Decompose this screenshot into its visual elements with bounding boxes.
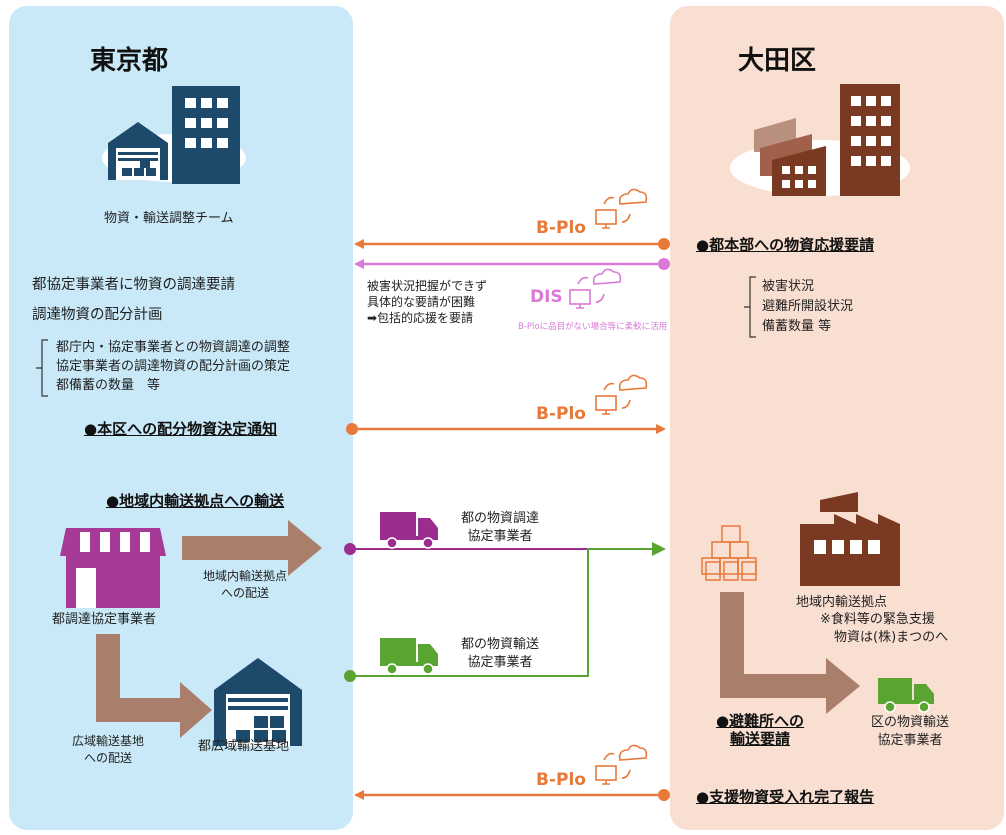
- hub-note-line: 物資は(株)まつのへ: [834, 630, 949, 645]
- detail-item: 都備蓄の数量 等: [56, 378, 161, 393]
- ward-transport-line: 協定事業者: [877, 733, 943, 748]
- transport-partner-label: 都の物資輸送 協定事業者: [440, 636, 560, 672]
- dis-arrow: [354, 258, 670, 270]
- support-request-heading: ●都本部への物資応援要請: [696, 236, 875, 254]
- shelter-delivery-arrow: [720, 592, 860, 714]
- transport-line: [344, 542, 666, 682]
- office-building-icon: [840, 84, 900, 196]
- ward-transport-label: 区の物資輸送 協定事業者: [850, 714, 970, 750]
- detail-item: 被害状況: [762, 279, 815, 294]
- dis-text-line: ➡包括的応援を要請: [367, 311, 474, 325]
- shelter-request-line: 輸送要請: [729, 730, 790, 748]
- wide-delivery-line: 広域輸送基地: [71, 734, 144, 748]
- truck-icon: [878, 678, 934, 713]
- wide-delivery-arrow: [96, 634, 212, 738]
- team-label: 物資・輸送調整チーム: [104, 211, 234, 226]
- local-delivery-label: 地域内輸送拠点 への配送: [180, 568, 310, 602]
- factory-icon: [800, 492, 900, 586]
- wide-delivery-line: への配送: [83, 751, 132, 765]
- shelter-request-line: ●避難所への: [715, 712, 805, 730]
- allocation-notice-heading: ●本区への配分物資決定通知: [84, 420, 278, 438]
- procurement-partner-line: 都の物資調達: [460, 511, 539, 526]
- bplo-label: B-Plo: [536, 404, 586, 424]
- dis-note: B-Ploに品目がない場合等に柔軟に活用: [518, 322, 668, 332]
- boxes-icon: [701, 525, 757, 581]
- procurement-line: [344, 543, 588, 555]
- computer-cloud-icon: [595, 188, 648, 229]
- transport-partner-line: 都の物資輸送: [460, 637, 539, 652]
- detail-item: 避難所開設状況: [762, 299, 854, 314]
- procurement-request-text: 都協定事業者に物資の調達要請: [32, 277, 235, 293]
- computer-cloud-icon: [595, 744, 648, 785]
- computer-cloud-icon: [569, 268, 622, 309]
- wide-delivery-label: 広域輸送基地 への配送: [48, 733, 168, 767]
- transport-partner-line: 協定事業者: [467, 655, 533, 670]
- local-delivery-line: への配送: [220, 586, 269, 600]
- truck-icon: [380, 512, 438, 549]
- hub-label: 地域内輸送拠点: [796, 595, 888, 610]
- left-bracket: [36, 339, 48, 397]
- bplo-label: B-Plo: [536, 770, 586, 790]
- tokyo-title: 東京都: [90, 46, 169, 76]
- right-bracket: [744, 276, 756, 338]
- local-delivery-arrow: [182, 520, 322, 576]
- office-building-icon: [172, 86, 240, 184]
- completion-report-heading: ●支援物資受入れ完了報告: [696, 788, 875, 806]
- report-arrow: [354, 789, 670, 801]
- detail-item: 都庁内・協定事業者との物資調達の調整: [56, 340, 290, 355]
- notice-arrow: [346, 423, 666, 435]
- shelter-request-heading: ●避難所への 輸送要請: [700, 712, 820, 748]
- truck-icon: [380, 638, 438, 675]
- allocation-plan-text: 調達物資の配分計画: [32, 307, 163, 323]
- transport-heading: ●地域内輸送拠点への輸送: [106, 492, 285, 510]
- store-icon: [60, 528, 166, 608]
- detail-item: 備蓄数量 等: [762, 319, 832, 334]
- local-delivery-line: 地域内輸送拠点: [202, 569, 287, 583]
- dis-text-line: 具体的な要請が困難: [367, 295, 476, 309]
- warehouse-icon: [214, 658, 302, 746]
- procurement-partner-label: 都の物資調達 協定事業者: [440, 510, 560, 546]
- computer-cloud-icon: [595, 374, 648, 415]
- hub-note-line: ※食料等の緊急支援: [820, 612, 935, 627]
- ward-transport-line: 区の物資輸送: [870, 715, 949, 730]
- procurement-partner-line: 協定事業者: [467, 529, 533, 544]
- warehouse-label: 都広域輸送基地: [198, 739, 290, 754]
- bplo-label: B-Plo: [536, 218, 586, 238]
- ota-title: 大田区: [738, 46, 817, 76]
- dis-label: DIS: [530, 287, 563, 307]
- dis-text-line: 被害状況把握ができず: [367, 279, 488, 293]
- request-arrow: [354, 238, 670, 250]
- supplier-label: 都調達協定事業者: [52, 612, 157, 627]
- detail-item: 協定事業者の調達物資の配分計画の策定: [56, 359, 291, 374]
